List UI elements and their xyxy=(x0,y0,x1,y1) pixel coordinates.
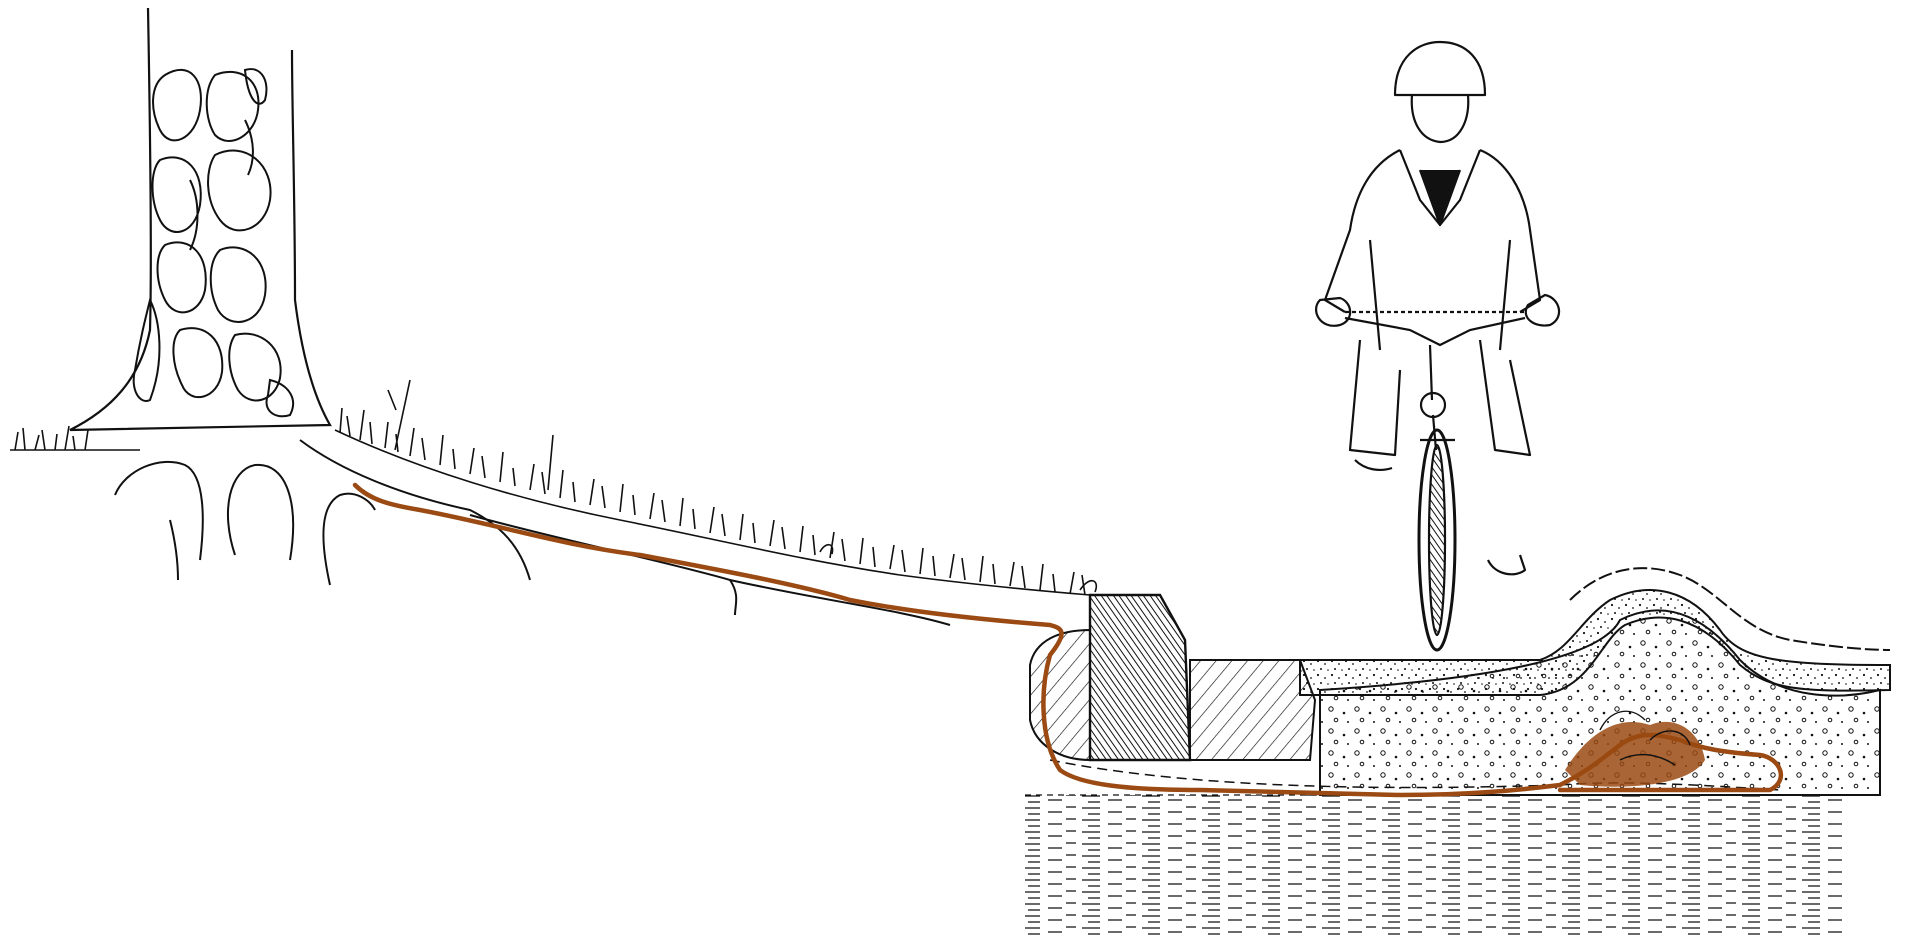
bicycle-icon xyxy=(1344,310,1526,652)
tree-trunk-icon xyxy=(69,7,332,432)
tree-root-line xyxy=(352,482,1783,798)
grass-icon xyxy=(10,379,1098,596)
soil-icon xyxy=(1025,794,1845,935)
tree-root-icon xyxy=(114,439,951,626)
curb-icon xyxy=(1029,593,1317,762)
cyclist-icon xyxy=(1315,40,1561,576)
pavement-icon xyxy=(1299,567,1891,696)
